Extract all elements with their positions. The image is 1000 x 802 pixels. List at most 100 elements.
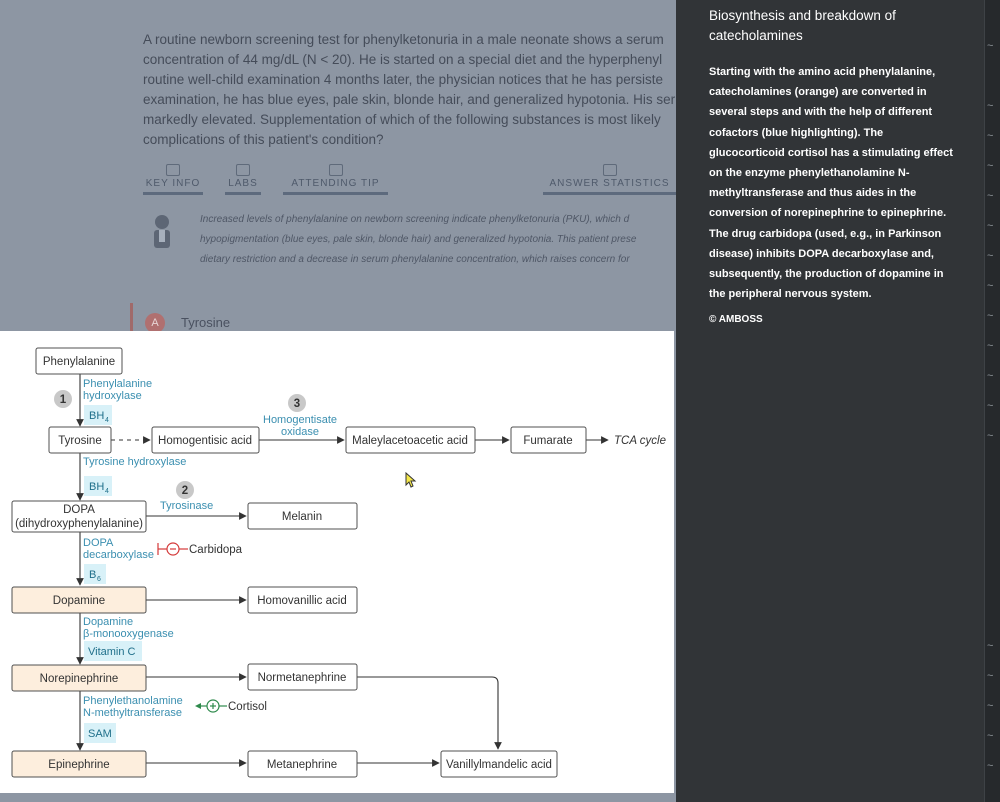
enzyme-dopa-decarboxylase: DOPA <box>83 537 114 549</box>
enzyme-phenylalanine-hydroxylase: Phenylalanine <box>83 378 152 390</box>
key-icon <box>166 164 180 176</box>
svg-text:Cortisol: Cortisol <box>228 701 267 713</box>
image-caption-panel: Biosynthesis and breakdown of catecholam… <box>676 0 984 802</box>
enzyme-tyrosine-hydroxylase: Tyrosine hydroxylase <box>83 456 186 468</box>
answer-option-a[interactable]: A Tyrosine <box>130 303 679 333</box>
svg-text:BH: BH <box>89 481 104 493</box>
explanation-line: Increased levels of phenylalanine on new… <box>200 214 630 225</box>
attending-tip-label: ATTENDING TIP <box>291 178 380 189</box>
question-toolbar: KEY INFO LABS ATTENDING TIP ANSWER STATI… <box>143 164 676 195</box>
svg-text:6: 6 <box>97 576 101 583</box>
panel-line: on the enzyme phenylethanolamine N- <box>709 167 910 180</box>
svg-text:Melanin: Melanin <box>282 511 322 523</box>
mouse-cursor-icon <box>405 472 417 488</box>
svg-text:Vanillylmandelic acid: Vanillylmandelic acid <box>446 759 552 771</box>
node-vanillylmandelic-acid: Vanillylmandelic acid <box>440 750 558 778</box>
cofactor-vitamin-c: Vitamin C <box>84 641 142 661</box>
node-norepinephrine: Norepinephrine <box>11 664 147 692</box>
answer-statistics-label: ANSWER STATISTICS <box>549 178 670 189</box>
svg-text:BH: BH <box>89 410 104 422</box>
question-line: routine well-child examination 4 months … <box>143 72 664 87</box>
node-fumarate: Fumarate <box>510 426 587 454</box>
explanation-text: Increased levels of phenylalanine on new… <box>200 210 670 270</box>
question-line: examination, he has blue eyes, pale skin… <box>143 92 676 107</box>
svg-text:Homogentisic acid: Homogentisic acid <box>158 435 252 447</box>
svg-text:2: 2 <box>182 485 188 497</box>
node-dopa: DOPA (dihydroxyphenylalanine) <box>11 500 147 533</box>
labs-tab[interactable]: LABS <box>225 164 261 195</box>
copyright-notice: © AMBOSS <box>709 314 763 325</box>
cofactor-sam: SAM <box>84 723 116 743</box>
cofactor-b6: B 6 <box>84 564 106 584</box>
svg-text:B: B <box>89 569 96 581</box>
panel-line: cofactors (blue highlighting). The <box>709 126 884 139</box>
explanation-line: hypopigmentation (blue eyes, pale skin, … <box>200 234 637 245</box>
explanation-line: dietary restriction and a decrease in se… <box>200 254 630 265</box>
node-epinephrine: Epinephrine <box>11 750 147 778</box>
question-line: concentration of 44 mg/dL (N < 20). He i… <box>143 52 663 67</box>
panel-line: several steps and with the help of diffe… <box>709 106 933 119</box>
key-info-tab[interactable]: KEY INFO <box>143 164 203 195</box>
node-dopamine: Dopamine <box>11 586 147 614</box>
svg-text:Phenylalanine: Phenylalanine <box>43 356 115 368</box>
pathway-svg: Phenylalanine Tyrosine Homogentisic acid… <box>11 347 666 778</box>
question-line: markedly elevated. Supplementation of wh… <box>143 112 661 127</box>
panel-line: glucocorticoid cortisol has a stimulatin… <box>709 146 953 159</box>
key-info-label: KEY INFO <box>145 178 201 189</box>
svg-text:SAM: SAM <box>88 728 112 740</box>
enzyme-homogentisate-oxidase: Homogentisate <box>263 414 337 426</box>
answer-letter-badge: A <box>145 313 165 333</box>
chat-icon <box>328 164 343 176</box>
question-line: A routine newborn screening test for phe… <box>143 32 664 47</box>
step-number-2: 2 <box>176 481 194 499</box>
svg-text:Maleylacetoacetic acid: Maleylacetoacetic acid <box>352 435 468 447</box>
svg-text:3: 3 <box>294 398 300 410</box>
svg-text:4: 4 <box>105 488 109 495</box>
step-number-3: 3 <box>288 394 306 412</box>
panel-line: the peripheral nervous system. <box>709 288 872 301</box>
statistics-icon <box>602 164 617 176</box>
catecholamine-pathway-diagram: Phenylalanine Tyrosine Homogentisic acid… <box>0 331 674 793</box>
svg-text:Norepinephrine: Norepinephrine <box>40 673 119 685</box>
enzyme-dopa-decarboxylase: decarboxylase <box>83 549 154 561</box>
node-homovanillic-acid: Homovanillic acid <box>247 586 358 614</box>
panel-line: subsequently, the production of dopamine… <box>709 268 944 281</box>
node-maleylacetoacetic-acid: Maleylacetoacetic acid <box>345 426 476 454</box>
answer-text: Tyrosine <box>181 315 231 330</box>
panel-line: disease) inhibits DOPA decarboxylase and… <box>709 247 934 260</box>
svg-text:Homovanillic acid: Homovanillic acid <box>257 595 346 607</box>
svg-text:(dihydroxyphenylalanine): (dihydroxyphenylalanine) <box>15 518 143 530</box>
enzyme-tyrosinase: Tyrosinase <box>160 500 213 512</box>
enzyme-dopamine-monooxygenase: Dopamine <box>83 616 133 628</box>
node-homogentisic-acid: Homogentisic acid <box>151 426 260 454</box>
node-normetanephrine: Normetanephrine <box>247 663 358 691</box>
question-stem: A routine newborn screening test for phe… <box>143 30 676 150</box>
svg-text:Normetanephrine: Normetanephrine <box>258 672 347 684</box>
node-melanin: Melanin <box>247 502 358 530</box>
panel-line: The drug carbidopa (used, e.g., in Parki… <box>709 227 942 240</box>
adjacent-window-edge: ~~ ~~ ~~ ~~ ~~ ~~ ~~ ~~ ~~ <box>984 0 1000 802</box>
enzyme-dopamine-monooxygenase: β-monooxygenase <box>83 628 174 640</box>
svg-text:4: 4 <box>105 417 109 424</box>
enzyme-pnmt: N-methyltransferase <box>83 707 182 719</box>
svg-text:Carbidopa: Carbidopa <box>189 544 243 556</box>
panel-line: conversion of norepinephrine to epinephr… <box>709 207 947 220</box>
inhibitor-carbidopa: Carbidopa <box>157 542 243 556</box>
svg-text:Vitamin C: Vitamin C <box>88 646 136 658</box>
attending-avatar-icon <box>154 215 170 248</box>
panel-title-line: Biosynthesis and breakdown of <box>709 8 896 23</box>
node-metanephrine: Metanephrine <box>247 750 358 778</box>
attending-tip-tab[interactable]: ATTENDING TIP <box>283 164 388 195</box>
svg-text:Metanephrine: Metanephrine <box>267 759 337 771</box>
cofactor-bh4-1: BH 4 <box>84 405 112 425</box>
panel-line: methyltransferase and thus aides in the <box>709 187 917 200</box>
question-line: complications of this patient's conditio… <box>143 132 384 147</box>
svg-text:Tyrosine: Tyrosine <box>58 435 101 447</box>
svg-text:Fumarate: Fumarate <box>523 435 572 447</box>
panel-title: Biosynthesis and breakdown of catecholam… <box>709 6 969 46</box>
stimulator-cortisol: Cortisol <box>195 699 267 713</box>
cofactor-bh4-2: BH 4 <box>84 476 112 496</box>
panel-title-line: catecholamines <box>709 28 803 43</box>
answer-statistics-tab[interactable]: ANSWER STATISTICS <box>543 164 676 195</box>
arrow-normetanephrine-to-vma <box>357 676 502 750</box>
